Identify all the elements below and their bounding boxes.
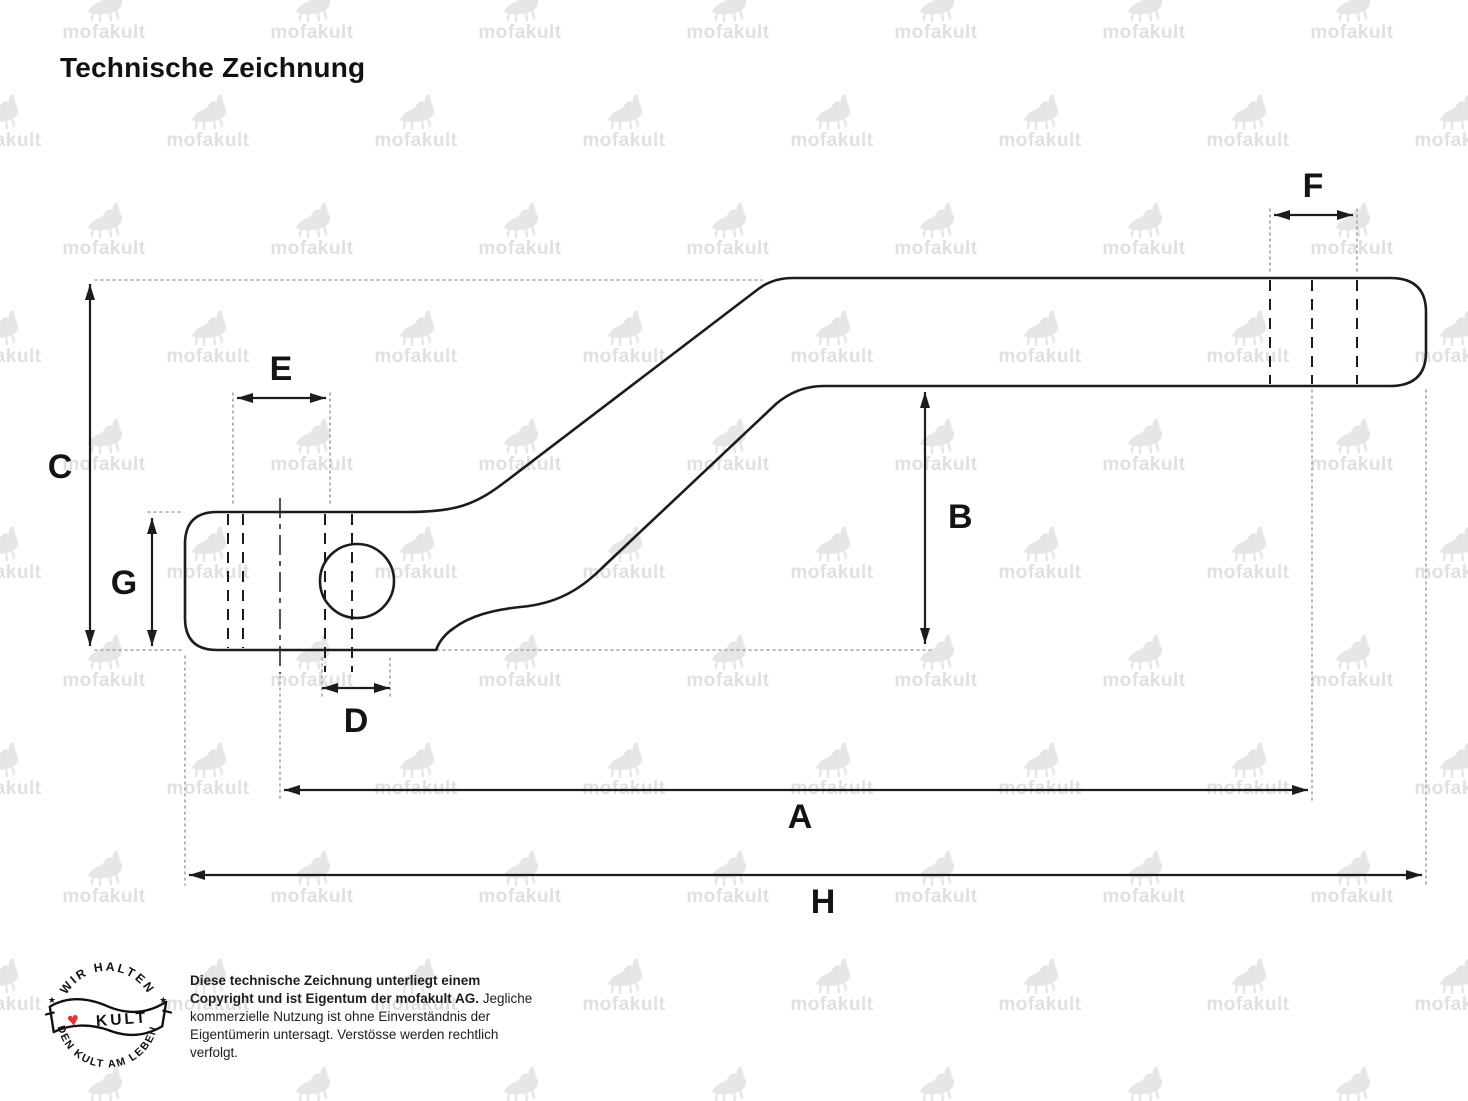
copyright-text: Diese technische Zeichnung unterliegt ei… (190, 948, 542, 1062)
dimension-G: G (111, 518, 157, 646)
badge-dash-left (44, 1011, 55, 1016)
copyright-regular: Jegliche kommerzielle Nutzung ist ohne E… (190, 991, 533, 1061)
page-title: Technische Zeichnung (60, 52, 366, 83)
dim-label-G: G (111, 564, 137, 602)
dim-label-B: B (948, 498, 973, 536)
badge-kult-text: KULT (95, 1009, 148, 1030)
flag-banner (48, 998, 168, 1037)
copyright-bold: Diese technische Zeichnung unterliegt ei… (190, 973, 481, 1007)
footer: WIR HALTEN ★ ★ ♥ KULT DEN KULT AM LEBEN … (42, 948, 542, 1080)
dim-label-D: D (344, 702, 369, 740)
dim-label-E: E (270, 350, 293, 388)
dim-label-A: A (788, 798, 813, 836)
dimension-C: C (48, 284, 95, 646)
dim-label-H: H (811, 883, 836, 921)
dimension-A: A (284, 785, 1308, 836)
mofakult-kult-badge: WIR HALTEN ★ ★ ♥ KULT DEN KULT AM LEBEN (44, 960, 173, 1071)
dimension-H: H (189, 870, 1422, 921)
dimension-F: F (1274, 167, 1353, 220)
dimension-B: B (920, 392, 973, 644)
dimension-lines: C G E F B D A H (48, 167, 1422, 921)
dim-label-C: C (48, 448, 73, 486)
lever-silhouette (183, 276, 1428, 652)
star-icon: ★ (159, 995, 167, 1005)
badge-dash-right (162, 1009, 173, 1014)
star-icon: ★ (48, 995, 56, 1005)
badge-top-arc-text: WIR HALTEN (57, 960, 158, 997)
dimension-E: E (237, 350, 326, 403)
hidden-edges (227, 280, 1358, 672)
bore-hole (318, 542, 396, 620)
heart-icon: ♥ (66, 1009, 81, 1032)
dim-label-F: F (1303, 167, 1324, 205)
dimension-D: D (322, 683, 390, 740)
part-outline (183, 276, 1428, 652)
extension-lines (94, 206, 1427, 886)
